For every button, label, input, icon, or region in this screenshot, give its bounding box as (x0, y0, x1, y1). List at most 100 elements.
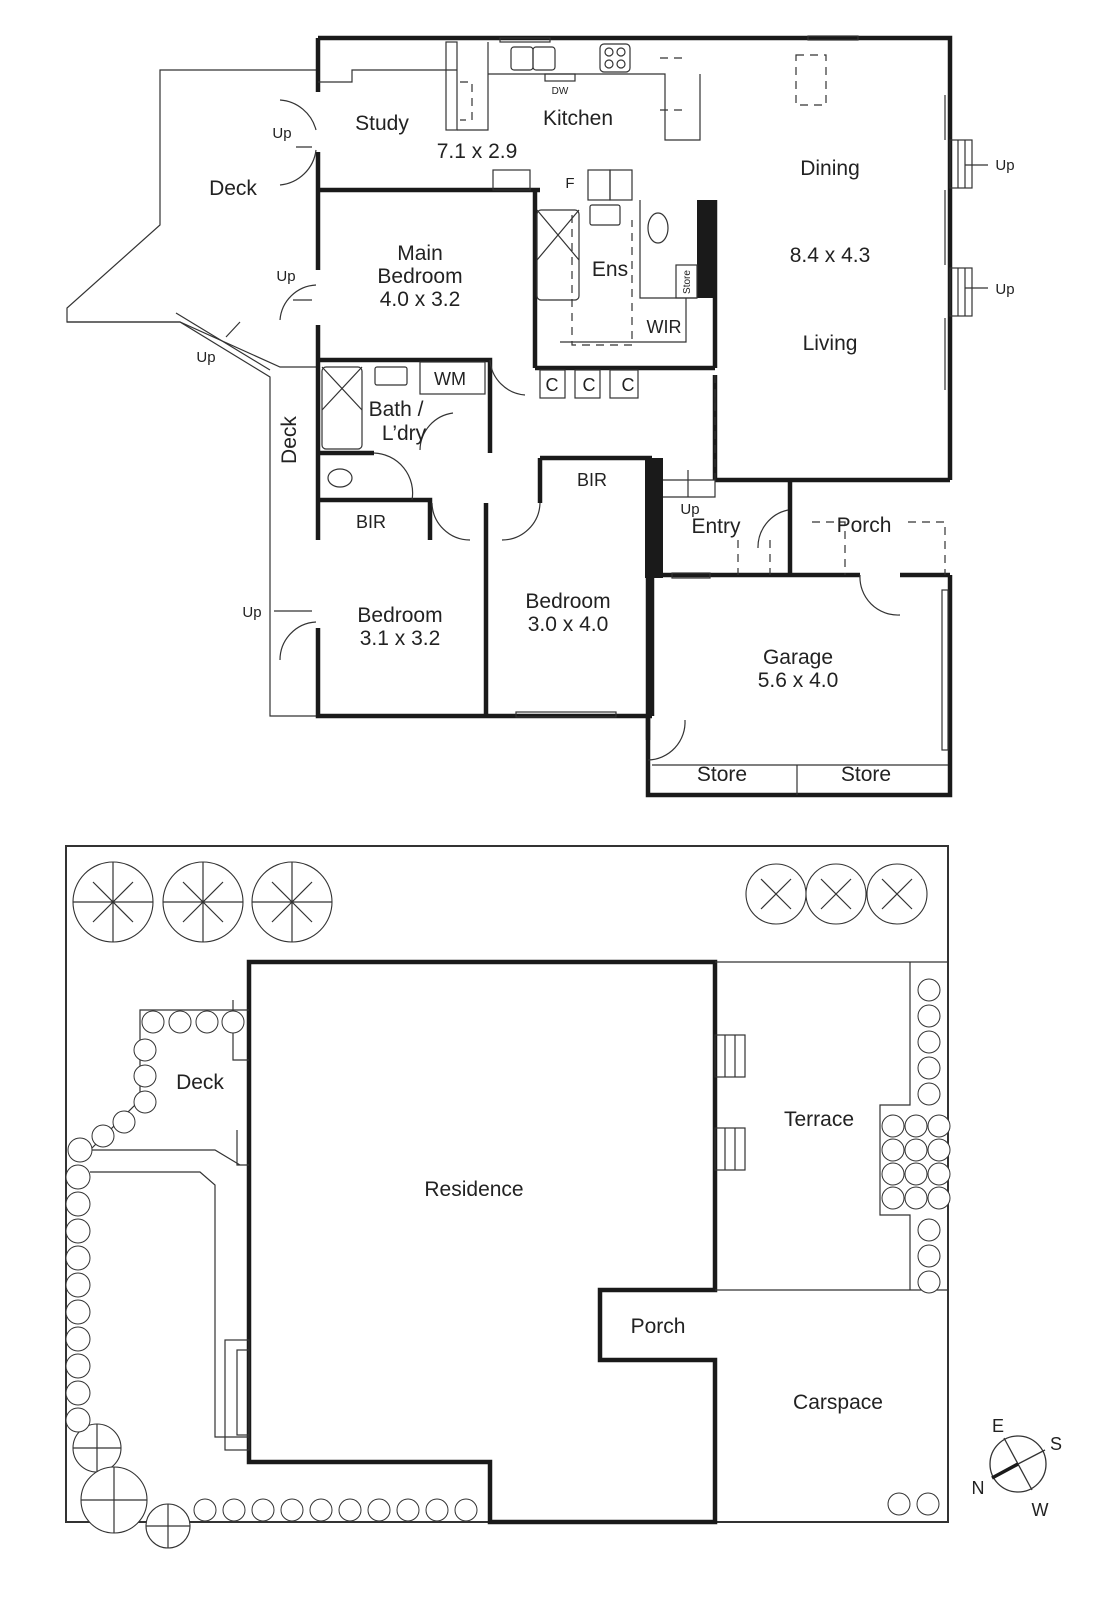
room-dims-study-kitchen: 7.1 x 2.9 (437, 140, 518, 163)
garage-door (941, 589, 949, 751)
shrub-icon (221, 1010, 245, 1034)
shrub-icon (454, 1498, 478, 1522)
room-label-bir-mid: BIR (577, 470, 607, 490)
shrub-icon (168, 1010, 192, 1034)
shrub-icon (222, 1498, 246, 1522)
shrub-icon (65, 1407, 91, 1433)
shrub-icon (133, 1038, 157, 1062)
room-label-bath-line2: L’dry (382, 422, 427, 445)
room-dims-garage: 5.6 x 4.0 (758, 669, 839, 692)
room-label-bedroom-3: Bedroom (525, 590, 610, 613)
shrub-icon (917, 1244, 941, 1268)
shrub-icon (904, 1186, 928, 1210)
deck-outline (66, 69, 318, 368)
shrub-icon (881, 1162, 905, 1186)
room-label-bedroom-2: Bedroom (357, 604, 442, 627)
shrub-icon (367, 1498, 391, 1522)
up-label-entry: Up (680, 501, 699, 518)
shrub-icon (251, 1498, 275, 1522)
cupboard-label-1: C (546, 375, 559, 395)
washing-machine-label: WM (434, 369, 466, 389)
site-label-terrace: Terrace (784, 1108, 854, 1131)
cupboard-label-2: C (583, 375, 596, 395)
shrub-icon (141, 1010, 165, 1034)
room-label-deck-west: Deck (209, 177, 257, 200)
shrub-icon (881, 1114, 905, 1138)
up-label-living: Up (995, 281, 1014, 298)
shrub-icon (65, 1218, 91, 1244)
shrub-icon (917, 1030, 941, 1054)
site-label-carspace: Carspace (793, 1391, 883, 1414)
shrub-icon (927, 1114, 951, 1138)
up-label-deck: Up (196, 349, 215, 366)
shrub-icon (65, 1272, 91, 1298)
shrub-icon (881, 1138, 905, 1162)
shrub-icon (193, 1498, 217, 1522)
compass-label-e: E (992, 1416, 1004, 1436)
room-label-store-2: Store (841, 763, 891, 786)
shrub-row-south (193, 1498, 478, 1522)
room-label-main-bedroom-line2: Bedroom (377, 265, 462, 288)
room-label-ensuite: Ens (592, 258, 628, 281)
shrub-icon (65, 1380, 91, 1406)
shrub-icon (195, 1010, 219, 1034)
shrub-icon (67, 1137, 93, 1163)
room-dims-bedroom-2: 3.1 x 3.2 (360, 627, 441, 650)
floor-plan: Study Kitchen 7.1 x 2.9 DW F Deck Dining… (66, 35, 1015, 798)
shrub-icon (65, 1191, 91, 1217)
shrub-icon (65, 1353, 91, 1379)
shrub-icon (927, 1138, 951, 1162)
compass-label-s: S (1050, 1434, 1062, 1454)
room-label-bir-west: BIR (356, 512, 386, 532)
cooktop (599, 43, 631, 73)
shrub-icon (65, 1299, 91, 1325)
shrub-icon (927, 1162, 951, 1186)
shrub-icon (887, 1492, 911, 1516)
window (499, 37, 551, 43)
shrub-icon (338, 1498, 362, 1522)
shrub-icon (133, 1090, 157, 1114)
residence-outline (246, 959, 718, 1525)
compass-label-n: N (972, 1478, 985, 1498)
shrub-icon (917, 1218, 941, 1242)
shrub-row-west (65, 1137, 93, 1433)
window (807, 35, 859, 41)
room-label-main-bedroom-line1: Main (397, 242, 443, 265)
window (515, 711, 617, 718)
room-label-living: Living (803, 332, 858, 355)
shrub-icon (927, 1186, 951, 1210)
dishwasher-label: DW (552, 86, 569, 97)
store-label-small: Store (682, 270, 693, 294)
site-label-residence: Residence (424, 1178, 523, 1201)
room-label-deck-side: Deck (278, 416, 301, 464)
fridge-label: F (565, 175, 574, 192)
toilet (327, 468, 353, 488)
shrub-icon (112, 1110, 136, 1134)
tree-group-south-west (72, 1423, 191, 1549)
compass-north-needle (991, 1462, 1019, 1480)
shrub-icon (280, 1498, 304, 1522)
room-label-dining: Dining (800, 157, 860, 180)
room-label-store-1: Store (697, 763, 747, 786)
shrub-icon (916, 1492, 940, 1516)
shrub-icon (917, 1270, 941, 1294)
site-label-deck: Deck (176, 1071, 224, 1094)
shrub-icon (917, 1082, 941, 1106)
room-label-entry: Entry (691, 515, 741, 538)
up-label-study: Up (272, 125, 291, 142)
compass-icon: E S N W (972, 1416, 1063, 1520)
bathtub (536, 209, 580, 301)
shrub-icon (917, 1056, 941, 1080)
shrub-icon (425, 1498, 449, 1522)
room-dims-main-bedroom: 4.0 x 3.2 (380, 288, 461, 311)
shrub-icon (881, 1186, 905, 1210)
shrub-icon (904, 1138, 928, 1162)
room-dims-living-dining: 8.4 x 4.3 (790, 244, 871, 267)
shrub-icon (396, 1498, 420, 1522)
room-label-porch: Porch (837, 514, 892, 537)
shrub-icon (904, 1162, 928, 1186)
shrub-icon (917, 978, 941, 1002)
room-label-kitchen: Kitchen (543, 107, 613, 130)
shrub-icon (65, 1245, 91, 1271)
